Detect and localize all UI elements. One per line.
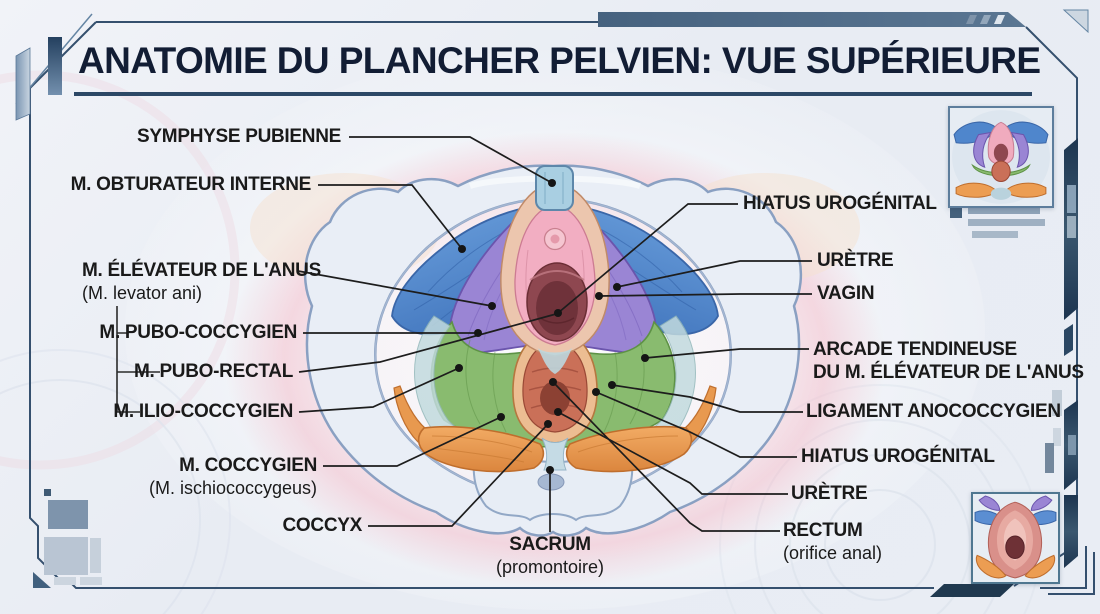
placeholder-blocks-bottom-left [44,489,102,585]
label-elevateur-anus: M. ÉLÉVATEUR DE L'ANUS (M. levator ani) [82,260,321,303]
muscle-orange-right [565,385,717,473]
title-block: ANATOMIE DU PLANCHER PELVIEN: VUE SUPÉRI… [48,37,1041,96]
thumbnail-pelvic-floor-mini [948,106,1054,208]
label-coccyx: COCCYX [282,515,363,536]
label-pubo-coccygien: M. PUBO-COCCYGIEN [99,322,297,343]
pubic-symphysis [535,165,574,211]
label-rectum: RECTUM (orifice anal) [783,520,883,563]
leader-lines [116,136,812,532]
anococcygeal-raphe [541,437,569,471]
page-title: ANATOMIE DU PLANCHER PELVIEN: VUE SUPÉRI… [78,40,1041,81]
label-pubo-rectal: M. PUBO-RECTAL [133,361,293,382]
sacral-foramen [537,473,565,491]
rectum [512,329,598,444]
label-sacrum: SACRUM (promontoire) [495,534,605,577]
label-coccygien: M. COCCYGIEN (M. ischiococcygeus) [148,455,317,498]
muscle-orange-left [393,385,545,473]
label-hiatus-urogenital-2: HIATUS UROGÉNITAL [801,446,995,467]
label-hiatus-urogenital-1: HIATUS UROGÉNITAL [743,193,937,214]
label-uretre-1: URÈTRE [817,250,894,271]
perineal-mini-art [973,494,1058,582]
label-uretre-2: URÈTRE [791,483,868,504]
label-vagin: VAGIN [817,283,875,304]
label-ligament-anococcygien: LIGAMENT ANOCOCCYGIEN [806,401,1061,422]
label-ilio-coccygien: M. ILIO-COCCYGIEN [113,401,293,422]
title-accent-bar [48,37,62,95]
urogenital-canal [500,181,610,374]
leader-dots [455,179,649,474]
title-underline [74,92,1032,96]
label-arcade-tendineuse: ARCADE TENDINEUSE DU M. ÉLÉVATEUR DE L'A… [813,339,1084,383]
frame-decor [15,9,1095,597]
thumbnail-perineal-mini [971,492,1060,584]
label-symphyse-pubienne: SYMPHYSE PUBIENNE [137,126,341,147]
pelvis-art [225,132,885,588]
label-obturateur-interne: M. OBTURATEUR INTERNE [70,174,312,195]
pelvic-floor-mini-art [950,108,1052,206]
placeholder-bars-top-right [950,206,1045,238]
